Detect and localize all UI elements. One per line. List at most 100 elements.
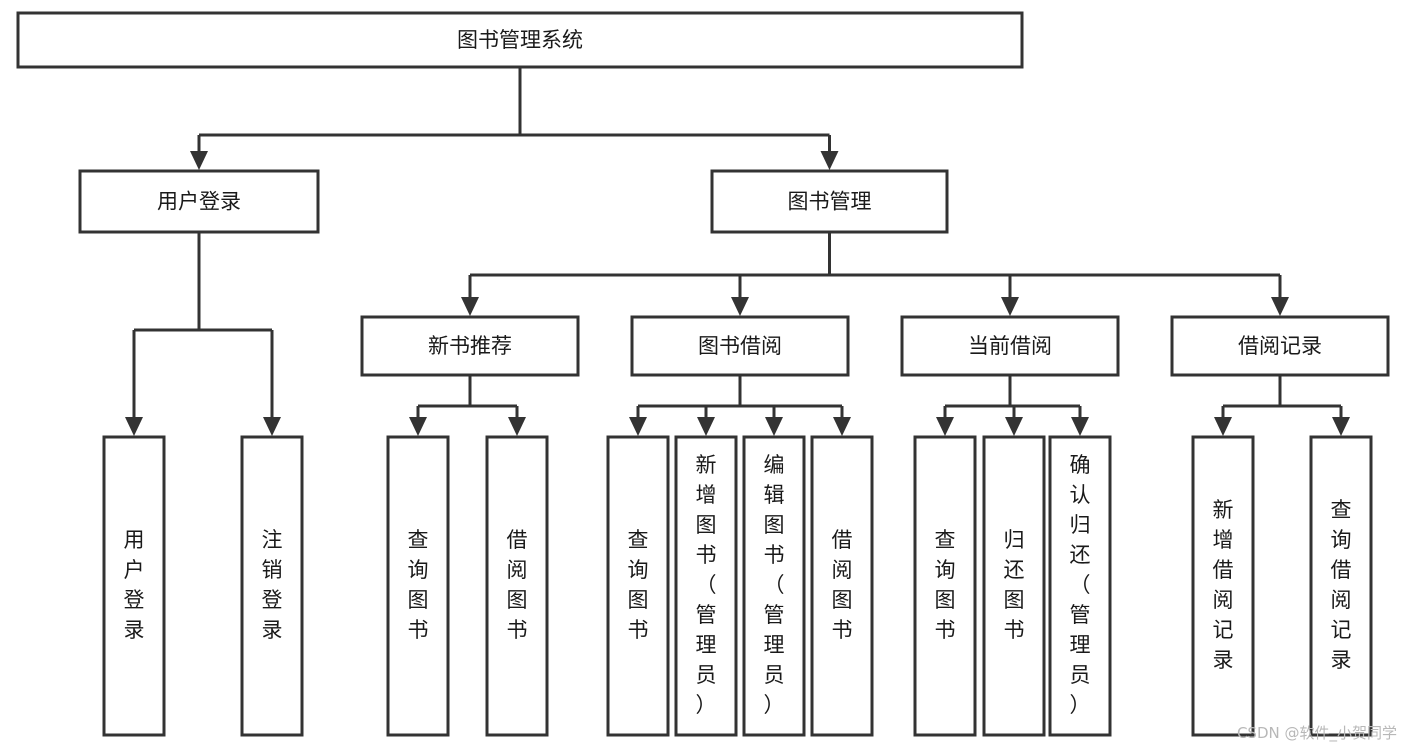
- node-label-char: 询: [935, 558, 956, 582]
- arrow-head-user-login: [190, 151, 208, 170]
- node-box-leaf-confirm-return: [1048, 435, 1112, 737]
- node-label-char: 阅: [1331, 588, 1352, 612]
- node-root[interactable]: 图书管理系统: [16, 11, 1024, 69]
- node-label-book-borrow: 图书借阅: [698, 334, 782, 358]
- node-box-leaf-query-book-1: [386, 435, 450, 737]
- node-label-char: 查: [628, 528, 649, 552]
- node-label-char: 还: [1070, 543, 1091, 567]
- node-label-char: 图: [408, 588, 429, 612]
- arrow-head-book-borrow: [731, 297, 749, 316]
- node-label-char: 增: [696, 483, 717, 507]
- arrow-head-leaf-borrow-book-1: [508, 417, 526, 436]
- node-label-char: 书: [1004, 618, 1025, 642]
- node-label-char: 记: [1213, 618, 1234, 642]
- node-label-char: 录: [262, 618, 283, 642]
- node-label-char: 注: [262, 528, 283, 552]
- node-box-leaf-edit-book: [742, 435, 806, 737]
- node-label-char: 归: [1004, 528, 1025, 552]
- node-book-manage[interactable]: 图书管理: [710, 169, 949, 234]
- node-label-char: 书: [935, 618, 956, 642]
- node-label-char: 用: [124, 528, 145, 552]
- node-label-char: 书: [696, 543, 717, 567]
- node-current-borrow[interactable]: 当前借阅: [900, 315, 1120, 377]
- node-label-char: ）: [696, 693, 717, 717]
- arrow-head-leaf-query-record: [1332, 417, 1350, 436]
- node-box-leaf-add-book: [674, 435, 738, 737]
- node-label-char: 书: [507, 618, 528, 642]
- arrow-head-leaf-query-book-1: [409, 417, 427, 436]
- node-box-leaf-query-book-2: [606, 435, 670, 737]
- node-box-current-borrow: [900, 315, 1120, 377]
- arrow-head-current-borrow: [1001, 297, 1019, 316]
- arrow-head-leaf-confirm-return: [1071, 417, 1089, 436]
- node-label-char: 登: [262, 588, 283, 612]
- node-label-char: ）: [764, 693, 785, 717]
- node-book-borrow[interactable]: 图书借阅: [630, 315, 850, 377]
- node-borrow-record[interactable]: 借阅记录: [1170, 315, 1390, 377]
- node-box-leaf-user-login: [102, 435, 166, 737]
- node-label-char: 理: [1070, 633, 1091, 657]
- arrow-head-leaf-logout: [263, 417, 281, 436]
- node-box-leaf-query-book-3: [913, 435, 977, 737]
- node-user-login[interactable]: 用户登录: [78, 169, 320, 234]
- node-label-char: 员: [764, 663, 785, 687]
- node-label-new-book-recommend: 新书推荐: [428, 334, 512, 358]
- node-label-char: 新: [1213, 498, 1234, 522]
- node-label-char: 记: [1331, 618, 1352, 642]
- node-label-root: 图书管理系统: [457, 28, 583, 52]
- node-label-char: 还: [1004, 558, 1025, 582]
- arrow-head-leaf-add-book: [697, 417, 715, 436]
- arrow-head-leaf-add-record: [1214, 417, 1232, 436]
- node-box-leaf-query-record: [1309, 435, 1373, 737]
- node-label-char: 询: [628, 558, 649, 582]
- node-box-leaf-add-record: [1191, 435, 1255, 737]
- node-label-char: 辑: [764, 483, 785, 507]
- node-label-char: 书: [628, 618, 649, 642]
- node-label-char: 阅: [507, 558, 528, 582]
- node-box-root: [16, 11, 1024, 69]
- node-label-char: 理: [696, 633, 717, 657]
- node-label-char: 图: [832, 588, 853, 612]
- node-label-char: 询: [1331, 528, 1352, 552]
- node-label-char: 编: [764, 453, 785, 477]
- arrow-head-new-book-recommend: [461, 297, 479, 316]
- arrow-head-leaf-return-book: [1005, 417, 1023, 436]
- node-label-char: 借: [1331, 558, 1352, 582]
- node-label-user-login: 用户登录: [157, 190, 241, 214]
- node-box-leaf-return-book: [982, 435, 1046, 737]
- node-label-char: 书: [832, 618, 853, 642]
- node-leaf-user-login[interactable]: 用户登录: [102, 435, 166, 737]
- node-label-char: （: [764, 573, 785, 597]
- node-label-char: 书: [408, 618, 429, 642]
- node-label-char: 图: [764, 513, 785, 537]
- node-label-char: 阅: [832, 558, 853, 582]
- node-label-char: 图: [696, 513, 717, 537]
- node-box-leaf-borrow-book-1: [485, 435, 549, 737]
- arrow-head-leaf-user-login: [125, 417, 143, 436]
- arrow-head-leaf-query-book-3: [936, 417, 954, 436]
- node-box-leaf-logout: [240, 435, 304, 737]
- node-label-char: 确: [1070, 453, 1091, 477]
- node-label-char: 借: [507, 528, 528, 552]
- edges-layer: [125, 67, 1350, 436]
- node-label-char: 图: [935, 588, 956, 612]
- node-label-char: 图: [1004, 588, 1025, 612]
- node-new-book-recommend[interactable]: 新书推荐: [360, 315, 580, 377]
- node-label-char: 录: [124, 618, 145, 642]
- node-label-char: 查: [408, 528, 429, 552]
- watermark: CSDN @软件_小贺同学: [1236, 724, 1397, 742]
